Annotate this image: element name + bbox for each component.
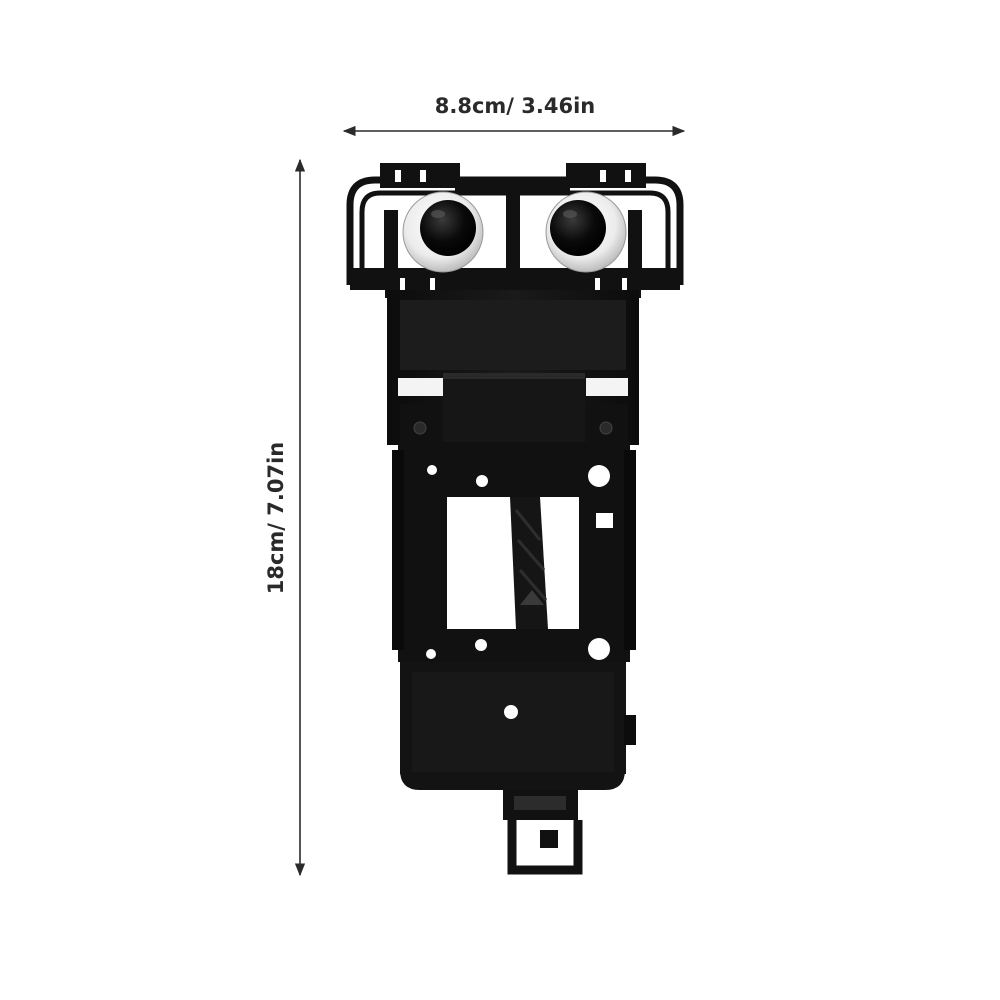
- pendulum-arm-tip: [520, 590, 544, 605]
- upper-flap-edge: [443, 373, 585, 379]
- hole-icon-6: [588, 638, 610, 660]
- top-clip-right-slot-2: [625, 170, 631, 182]
- hook-loop: [507, 820, 583, 875]
- main-body-right-rail: [624, 450, 636, 650]
- hole-icon-2: [476, 475, 488, 487]
- bottom-clip-right-slot-2: [622, 278, 627, 290]
- width-dimension: 8.8cm/ 3.46in: [342, 94, 686, 137]
- main-body-plate: [392, 442, 636, 662]
- pendulum-arm: [510, 497, 548, 629]
- upper-plate: [387, 290, 639, 463]
- upper-plate-white-gap-left: [398, 378, 444, 396]
- bottom-clip-left-slot: [400, 278, 405, 290]
- upper-plate-white-gap-right: [586, 378, 628, 396]
- bottom-clip-right-slot: [595, 278, 600, 290]
- lower-plate-bottom-curve: [400, 770, 625, 790]
- hook-inner-tab: [540, 830, 558, 848]
- width-dimension-label: 8.8cm/ 3.46in: [435, 94, 595, 118]
- right-screw-icon: [599, 421, 613, 435]
- right-eye-pupil: [550, 200, 606, 256]
- square-hole-icon: [596, 513, 613, 528]
- lower-hole-icon: [504, 705, 518, 719]
- eye-frame-right-post: [628, 210, 642, 285]
- upper-plate-highlight: [400, 300, 626, 370]
- hole-icon-3: [588, 465, 610, 487]
- left-eye-pupil: [420, 200, 476, 256]
- pendulum-arm-texture: [514, 509, 548, 601]
- right-eye-glint: [563, 210, 577, 218]
- left-eye-glint: [431, 210, 445, 218]
- left-eye: [402, 191, 484, 273]
- top-clip-left-slot: [395, 170, 401, 182]
- hole-icon-1: [427, 465, 437, 475]
- main-body-left-rail: [392, 450, 404, 650]
- height-dimension: 18cm/ 7.07in: [264, 158, 306, 877]
- lower-plate: [400, 662, 636, 790]
- upper-flap: [443, 373, 585, 463]
- top-clip-right-slot: [600, 170, 606, 182]
- googly-eye-pendulum-mechanism-icon: [346, 163, 684, 875]
- height-dimension-label: 18cm/ 7.07in: [264, 442, 288, 595]
- hole-icon-5: [426, 649, 436, 659]
- top-clip-left-slot-2: [420, 170, 426, 182]
- eye-frame: [346, 163, 684, 298]
- right-eye: [545, 191, 627, 273]
- eye-frame-left-post: [384, 210, 398, 285]
- left-screw-icon: [413, 421, 427, 435]
- lower-right-clip: [624, 715, 636, 745]
- pendulum-hook: [503, 790, 583, 875]
- bottom-clip-left-slot-2: [430, 278, 435, 290]
- eye-frame-center-post: [506, 183, 520, 283]
- lower-plate-highlight: [412, 672, 614, 772]
- hole-icon-4: [475, 639, 487, 651]
- hook-block-inner: [514, 796, 566, 810]
